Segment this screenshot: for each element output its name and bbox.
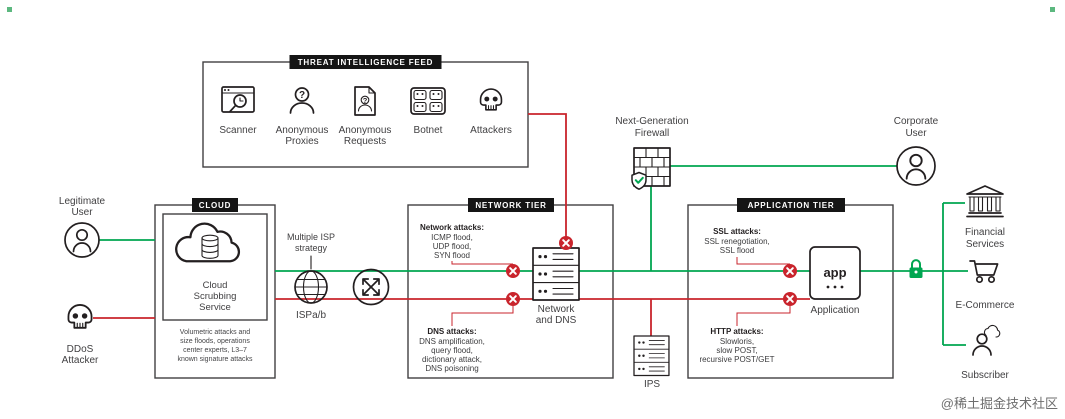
corporate-user-label: User [905,128,927,139]
database-stack-icon [201,234,219,259]
http-attacks-item: slow POST, [716,346,757,355]
cloud-inner-box [162,213,268,321]
anonymous-requests-icon: ? [354,86,376,116]
firewall-label: Firewall [635,128,669,139]
corner-dot [1050,7,1055,12]
ssl-attacks-item: SSL flood [720,246,754,255]
http-attacks-item: recursive POST/GET [699,355,774,364]
subscriber-label: Subscriber [961,370,1009,381]
watermark: @稀土掘金技术社区 [941,396,1058,411]
network-attacks-item: SYN flood [434,251,470,260]
blocked-attack-marker [505,263,521,279]
ssl-attacks-item: SSL renegotiation, [704,237,770,246]
attack-traffic-lines [93,113,810,336]
http-attacks-item: Slowloris, [720,337,754,346]
app-icon-text: app [823,265,846,280]
network-dns-server-label: Network [538,304,576,315]
financial-services-label: Financial [965,227,1005,238]
scanner-label: Scanner [219,125,257,136]
dns-attacks-item: query flood, [431,346,473,355]
isp-caption: Multiple ISP [287,232,335,242]
question-glyph: ? [363,96,368,105]
network-attacks-item: ICMP flood, [431,233,473,242]
application-tier-tag [737,198,845,212]
cloud-notes: known signature attacks [177,356,253,363]
anonymous-proxies-icon: ? [289,87,315,114]
network-attacks-heading: Network attacks: [420,223,484,232]
dns-attacks-heading: DNS attacks: [427,327,476,336]
isp-caption: strategy [295,243,328,253]
ecommerce-cart-icon [969,260,999,284]
network-dns-server-label: and DNS [536,315,577,326]
scanner-icon [221,86,255,113]
ddos-attacker-label: DDoS [67,344,94,355]
cloud-title: CLOUD [199,201,231,210]
network-tier-title: NETWORK TIER [475,201,546,210]
ssl-attacks-heading: SSL attacks: [713,227,761,236]
isp-globe-icon [294,270,328,304]
ddos-attacker-label: Attacker [62,355,99,366]
ips-label: IPS [644,379,660,390]
question-glyph: ? [299,90,305,101]
firewall-label: Next-Generation [615,116,688,127]
threat-feed-title: THREAT INTELLIGENCE FEED [298,58,434,67]
legitimate-user-label: Legitimate [59,196,106,207]
blocked-attack-marker [782,263,798,279]
blocked-attack-marker [782,291,798,307]
network-tier-tag [468,198,554,212]
application-label: Application [811,305,860,316]
application-tier-title: APPLICATION TIER [748,201,835,210]
blocked-attack-marker [558,235,574,251]
botnet-icon [410,87,446,115]
cloud-service-label: Scrubbing [194,291,237,302]
attackers-label: Attackers [470,125,512,136]
financial-services-bank-icon [966,185,1004,218]
anonymous-proxies-label: Proxies [285,136,318,147]
cloud-notes: Volumetric attacks and [180,329,251,336]
cloud-notes: center experts, L3–7 [183,347,247,354]
dns-attacks-item: dictionary attack, [422,355,482,364]
threat-feed-tag [289,55,442,69]
corner-dot [7,7,12,12]
anonymous-requests-label: Requests [344,136,386,147]
next-gen-firewall-icon [631,147,671,191]
application-tier-box [687,204,894,379]
dns-attacks-item: DNS poisoning [425,364,478,373]
anonymous-requests-label: Anonymous [339,125,392,136]
corporate-user-label: Corporate [894,116,939,127]
corporate-user-icon [896,146,936,186]
ddos-attacker-skull-icon [67,304,93,329]
cloud-scrubbing-icon [175,222,241,263]
financial-services-label: Services [966,239,1004,250]
router-icon [352,268,390,306]
legitimate-user-label: User [71,207,93,218]
botnet-label: Botnet [414,125,443,136]
ips-server-icon [633,335,670,377]
clean-traffic-lines [99,165,968,346]
cloud-tag [192,198,238,212]
subscriber-icon [972,324,1001,356]
blocked-attack-marker [505,291,521,307]
ecommerce-label: E-Commerce [956,300,1015,311]
shield-check-icon [631,171,647,191]
attack-bracket-connectors [451,257,791,326]
cloud-notes: size floods, operations [180,338,250,345]
cloud-service-label: Cloud [203,280,228,291]
dns-attacks-item: DNS amplification, [419,337,485,346]
legitimate-user-icon [64,222,100,258]
application-icon [809,246,861,300]
cloud-service-label: Service [199,302,231,313]
anonymous-proxies-label: Anonymous [276,125,329,136]
http-attacks-heading: HTTP attacks: [710,327,763,336]
isp-label: ISPa/b [296,310,326,321]
network-attacks-item: UDP flood, [433,242,472,251]
ssl-lock-icon [909,259,923,278]
